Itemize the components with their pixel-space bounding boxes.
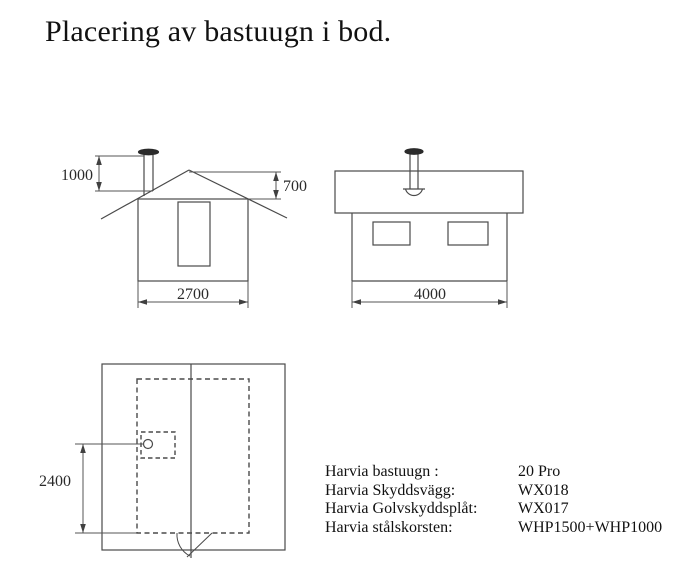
page-title: Placering av bastuugn i bod. [45,15,392,48]
front-wall-outline [137,198,249,282]
part-value: WX017 [518,500,569,518]
side-chimney-cap-icon [404,148,424,155]
part-label: Harvia Skyddsvägg: [325,481,456,499]
part-label: Harvia stålskorsten: [325,519,453,537]
plan-chimney-circle [142,438,154,450]
plan-heater-dashed [140,431,176,459]
side-elevation-drawing [334,148,524,282]
roof-slope-left [100,169,190,220]
front-elevation-drawing [100,148,288,282]
parts-row-steel-chimney: Harvia stålskorsten: WHP1500+WHP1000 [325,519,662,538]
dimension-heater-distance: 2400 [39,443,144,534]
roof-slope-right [188,169,288,219]
parts-list: Harvia bastuugn : 20 Pro Harvia Skyddsvä… [325,463,662,538]
part-label: Harvia Golvskyddsplåt: [325,500,478,518]
front-chimney-cap-icon [137,148,160,156]
parts-row-heater: Harvia bastuugn : 20 Pro [325,463,662,482]
parts-row-floor-plate: Harvia Golvskyddsplåt: WX017 [325,500,662,519]
side-window-left [372,221,411,246]
floor-plan-drawing [101,363,286,558]
side-roof-band [334,170,524,214]
chimney-flashing-arc [404,188,424,197]
dim-label-2400: 2400 [39,473,71,490]
dim-label-700: 700 [283,178,307,195]
dim-label-4000: 4000 [414,286,446,303]
dimension-roof-height: 700 [189,171,307,200]
part-value: WX018 [518,481,569,499]
part-label: Harvia bastuugn : [325,463,439,480]
dimension-side-length: 4000 [351,281,508,308]
front-door [177,201,211,267]
part-value: 20 Pro [518,463,561,480]
dimension-chimney-height: 1000 [61,155,153,192]
plan-door-leaf [186,532,213,558]
side-window-right [447,221,489,246]
dimension-front-width: 2700 [137,281,249,308]
dim-label-1000: 1000 [61,167,93,184]
plan-sauna-room-dashed [136,378,250,534]
parts-row-protective-wall: Harvia Skyddsvägg: WX018 [325,482,662,501]
part-value: WHP1500+WHP1000 [518,519,663,537]
plan-door-swing-arc [176,532,191,557]
plan-outer-wall [101,363,286,551]
dim-label-2700: 2700 [177,286,209,303]
